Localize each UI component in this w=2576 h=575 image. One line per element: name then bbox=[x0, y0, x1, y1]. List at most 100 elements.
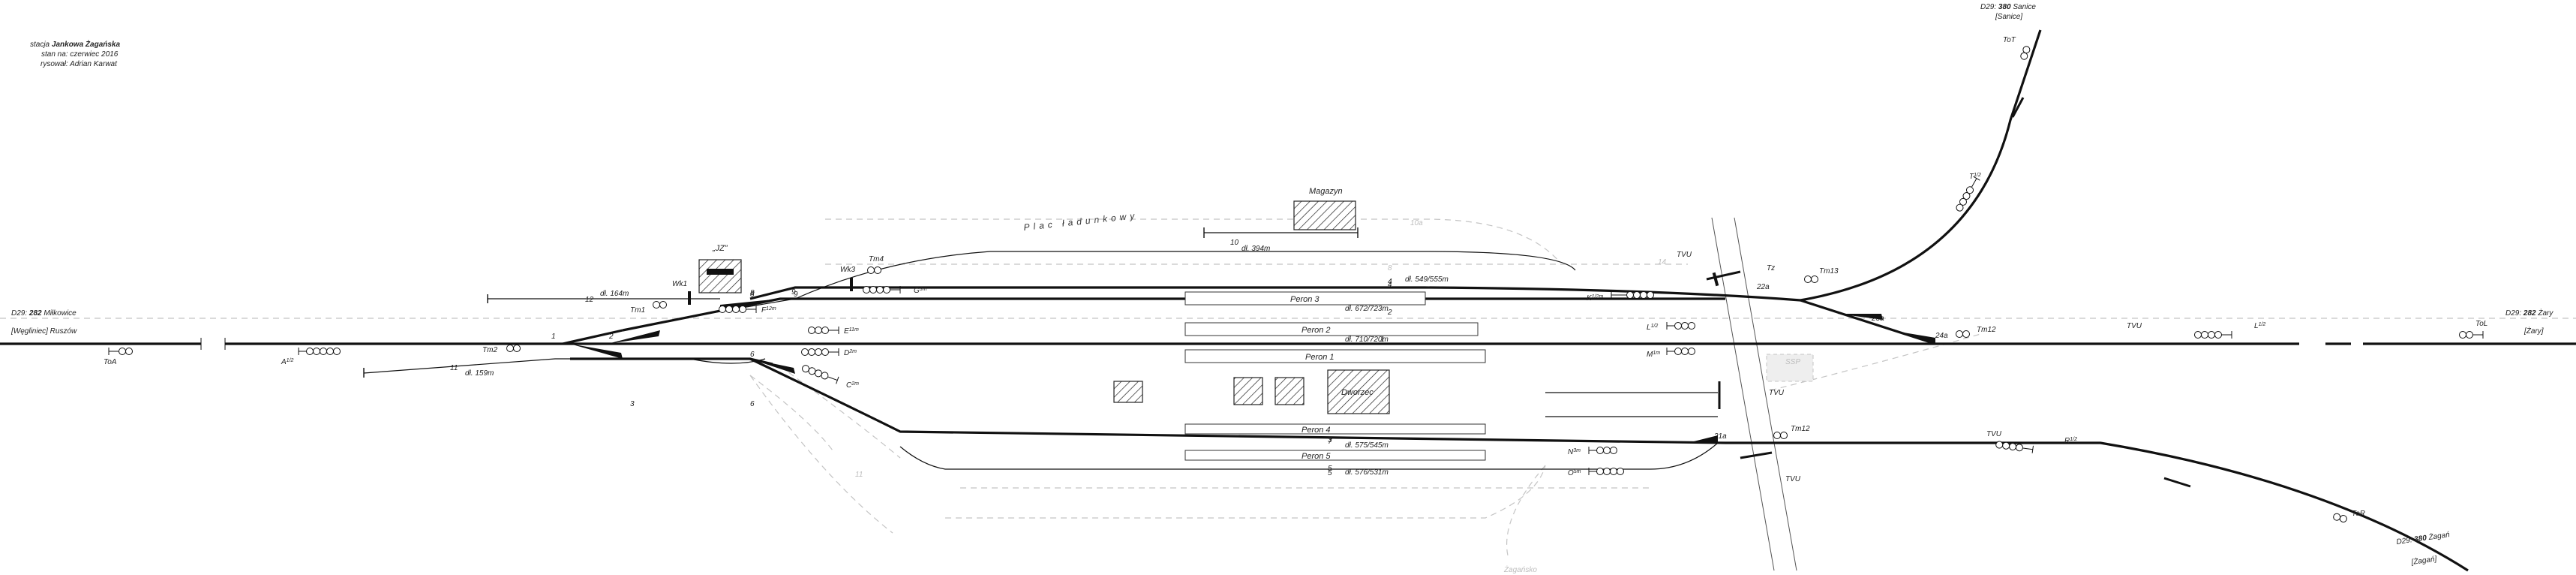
ghost-building bbox=[1766, 354, 1814, 382]
tvu-r-label: TVU bbox=[1986, 430, 2002, 438]
station-building bbox=[1327, 369, 1390, 414]
platform-4 bbox=[1184, 423, 1486, 435]
ssp-label: SSP bbox=[1785, 358, 1800, 366]
signal-box-desk bbox=[707, 269, 734, 275]
signal-L-right bbox=[2194, 331, 2232, 339]
signals: A1/2 ToA Tm2 Tm1 F12m E11m D2m bbox=[104, 36, 2487, 523]
signal-L-track2-label: L1/2 bbox=[1647, 324, 1658, 333]
top-dir: D29: 380 Sanice bbox=[1980, 3, 2036, 11]
ghost-11-label: 11 bbox=[855, 471, 863, 479]
signal-box bbox=[698, 259, 742, 294]
track-12-no: 12 bbox=[585, 296, 594, 304]
signal-T-label: T1/2 bbox=[1969, 173, 1981, 182]
track-5-no: 5 bbox=[1328, 465, 1332, 473]
signal-R-label: R1/2 bbox=[2064, 437, 2077, 446]
left-dir-sub: [Węgliniec] Ruszów bbox=[11, 327, 77, 336]
track-8-ghost-label: 8 bbox=[1388, 264, 1392, 272]
switch-9: 9 bbox=[794, 291, 798, 299]
switch-22a: 22a bbox=[1756, 283, 1770, 291]
tvu-bottom-label: TVU bbox=[1785, 475, 1801, 483]
shed-1 bbox=[1113, 381, 1143, 403]
direction-labels: D29: 282 Miłkowice [Węgliniec] Ruszów D2… bbox=[11, 3, 2553, 567]
buildings: Magazyn Dworzec „JZ” bbox=[698, 187, 1814, 414]
left-dir: D29: 282 Miłkowice bbox=[11, 309, 77, 318]
track-2-len: dł. 672/723m bbox=[1345, 305, 1389, 313]
station-tracks bbox=[363, 29, 2469, 572]
signal-O bbox=[1588, 468, 1624, 475]
tz-label: Tz bbox=[1767, 264, 1775, 272]
signal-ToT-label: ToT bbox=[2003, 36, 2016, 44]
signal-M bbox=[1666, 348, 1695, 355]
tvu-markers: TVU TVU TVU TVU TVU SSP Tz bbox=[1677, 251, 2142, 483]
signal-A bbox=[298, 348, 341, 355]
track-8-no: 8 bbox=[750, 289, 755, 297]
platform-2-label: Peron 2 bbox=[1302, 326, 1331, 335]
signal-Tm13-label: Tm13 bbox=[1819, 267, 1839, 275]
tvu-l-label: TVU bbox=[2127, 322, 2142, 330]
track-10-len: dł. 394m bbox=[1241, 245, 1270, 253]
signal-Wk3-label: Wk3 bbox=[840, 266, 855, 274]
signal-Tm1 bbox=[653, 301, 667, 309]
shed-2 bbox=[1233, 377, 1263, 405]
signal-N-label: N3m bbox=[1568, 448, 1581, 457]
switch-5: 5 bbox=[1328, 469, 1332, 477]
signal-Tm2 bbox=[506, 345, 521, 352]
signal-ToL-label: ToL bbox=[2475, 320, 2487, 328]
signal-Wk1 bbox=[688, 291, 691, 305]
switch-2: 2 bbox=[608, 333, 614, 341]
header-author: rysował: Adrian Karwat bbox=[41, 60, 118, 68]
track-6-no: 6 bbox=[750, 351, 755, 359]
signal-L-track2 bbox=[1666, 322, 1695, 330]
signal-Wk1-label: Wk1 bbox=[672, 280, 687, 288]
header-state: stan na: czerwiec 2016 bbox=[41, 50, 119, 59]
signal-T bbox=[1956, 176, 1980, 212]
signal-ToA-label: ToA bbox=[104, 358, 117, 366]
platforms: Peron 3 Peron 2 Peron 1 Peron 4 Peron 5 bbox=[1184, 291, 1486, 461]
signal-Tm4 bbox=[867, 266, 881, 274]
switch-6: 6 bbox=[750, 400, 755, 408]
signal-G bbox=[863, 286, 901, 294]
platform-2 bbox=[1184, 322, 1479, 336]
tvu-mid-label: TVU bbox=[1769, 389, 1785, 397]
signal-C-label: C2m bbox=[846, 381, 859, 390]
signal-N bbox=[1588, 447, 1617, 454]
platform-3-label: Peron 3 bbox=[1290, 295, 1320, 304]
signal-C bbox=[802, 365, 839, 384]
platform-5 bbox=[1184, 450, 1486, 461]
signal-M-label: M1m bbox=[1647, 351, 1660, 360]
track-9-no: 9 bbox=[791, 288, 796, 297]
signal-R bbox=[1995, 441, 2034, 453]
signal-Tm12-main-label: Tm12 bbox=[1977, 326, 1996, 334]
track-14-no: 14 bbox=[1658, 258, 1667, 266]
signal-box-label: „JZ” bbox=[712, 244, 728, 253]
signal-E bbox=[808, 327, 839, 334]
track-4-no: 4 bbox=[1388, 278, 1392, 286]
track-2-no: 2 bbox=[1387, 309, 1392, 317]
signal-E-label: E11m bbox=[844, 327, 859, 336]
switch-7: 7 bbox=[1328, 438, 1332, 446]
header-station: stacja Jankowa Żagańska bbox=[30, 39, 120, 49]
signal-Tm2-label: Tm2 bbox=[482, 346, 497, 354]
signal-D-label: D2m bbox=[844, 349, 857, 358]
signal-A-label: A1/2 bbox=[281, 358, 294, 367]
track-1-len: dł. 710/720m bbox=[1345, 336, 1389, 344]
platform-1 bbox=[1184, 349, 1486, 363]
track-4-len: dł. 549/555m bbox=[1405, 275, 1449, 284]
signal-ToR-label: ToR bbox=[2352, 510, 2365, 518]
signal-O-label: O5m bbox=[1568, 469, 1581, 478]
signal-Tm1-label: Tm1 bbox=[630, 306, 645, 315]
road-overpass bbox=[1711, 217, 1797, 571]
signal-ToA bbox=[108, 348, 133, 355]
warehouse-label: Magazyn bbox=[1309, 187, 1343, 196]
signal-F-label: F12m bbox=[761, 306, 776, 315]
signal-F bbox=[719, 306, 757, 313]
track-1-no: 1 bbox=[1380, 336, 1385, 344]
signal-ToR bbox=[2333, 513, 2347, 523]
bottom-dir: D29: 380 Żagań bbox=[2396, 530, 2451, 546]
track-10a-label: 10a bbox=[1410, 219, 1423, 227]
bottom-dir-sub: [Żagań] bbox=[2410, 554, 2437, 567]
signal-ToT bbox=[2020, 46, 2031, 60]
tvu-top-label: TVU bbox=[1677, 251, 1692, 259]
signal-Tm4-label: Tm4 bbox=[869, 255, 884, 263]
